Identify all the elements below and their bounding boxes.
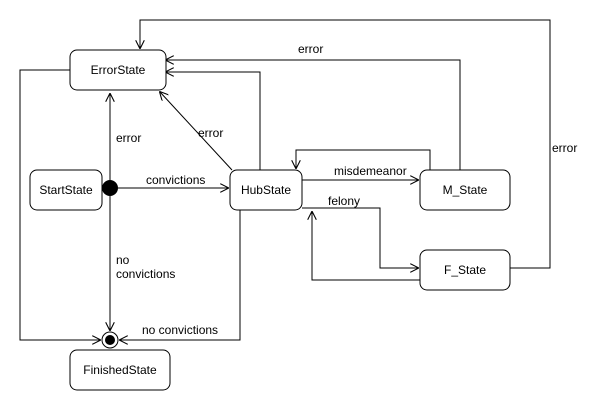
- edge-label-line: no: [116, 253, 130, 267]
- state-finishedstate[interactable]: FinishedState: [69, 349, 171, 391]
- edge-f-to-error: [140, 19, 551, 269]
- state-errorstate-label: ErrorState: [91, 63, 146, 77]
- edge-m-to-hub: [296, 149, 431, 170]
- state-f-state-label: F_State: [444, 263, 486, 277]
- state-errorstate[interactable]: ErrorState: [69, 49, 167, 91]
- state-startstate[interactable]: StartState: [29, 169, 103, 211]
- final-state-inner: [105, 335, 115, 345]
- edge-label-no-convictions-hub: no convictions: [142, 323, 218, 337]
- edge-label-f-error: error: [552, 141, 577, 155]
- edge-label-start-error: error: [116, 131, 141, 145]
- edge-m-to-error: [166, 60, 461, 170]
- edge-hub-to-error-vertical: [166, 72, 261, 170]
- edge-f-to-hub: [312, 212, 420, 281]
- edge-hub-to-finished: [120, 208, 241, 340]
- edge-label-convictions: convictions: [146, 173, 205, 187]
- initial-junction: [102, 180, 118, 196]
- state-m-state-label: M_State: [443, 183, 488, 197]
- edge-hub-to-error-diagonal: [160, 92, 233, 171]
- edge-error-to-finished: [19, 69, 100, 340]
- edge-label-misdemeanor: misdemeanor: [334, 164, 407, 178]
- state-finishedstate-label: FinishedState: [83, 363, 157, 377]
- state-hubstate[interactable]: HubState: [229, 169, 303, 211]
- edge-label-m-error: error: [298, 42, 323, 56]
- state-f-state[interactable]: F_State: [419, 249, 511, 291]
- edge-label-hub-error: error: [198, 126, 223, 140]
- state-startstate-label: StartState: [39, 183, 93, 197]
- state-m-state[interactable]: M_State: [419, 169, 511, 211]
- edge-hub-to-f: [302, 207, 418, 268]
- edge-label-felony: felony: [328, 194, 360, 208]
- state-hubstate-label: HubState: [241, 183, 291, 197]
- edge-label-line: convictions: [116, 267, 175, 281]
